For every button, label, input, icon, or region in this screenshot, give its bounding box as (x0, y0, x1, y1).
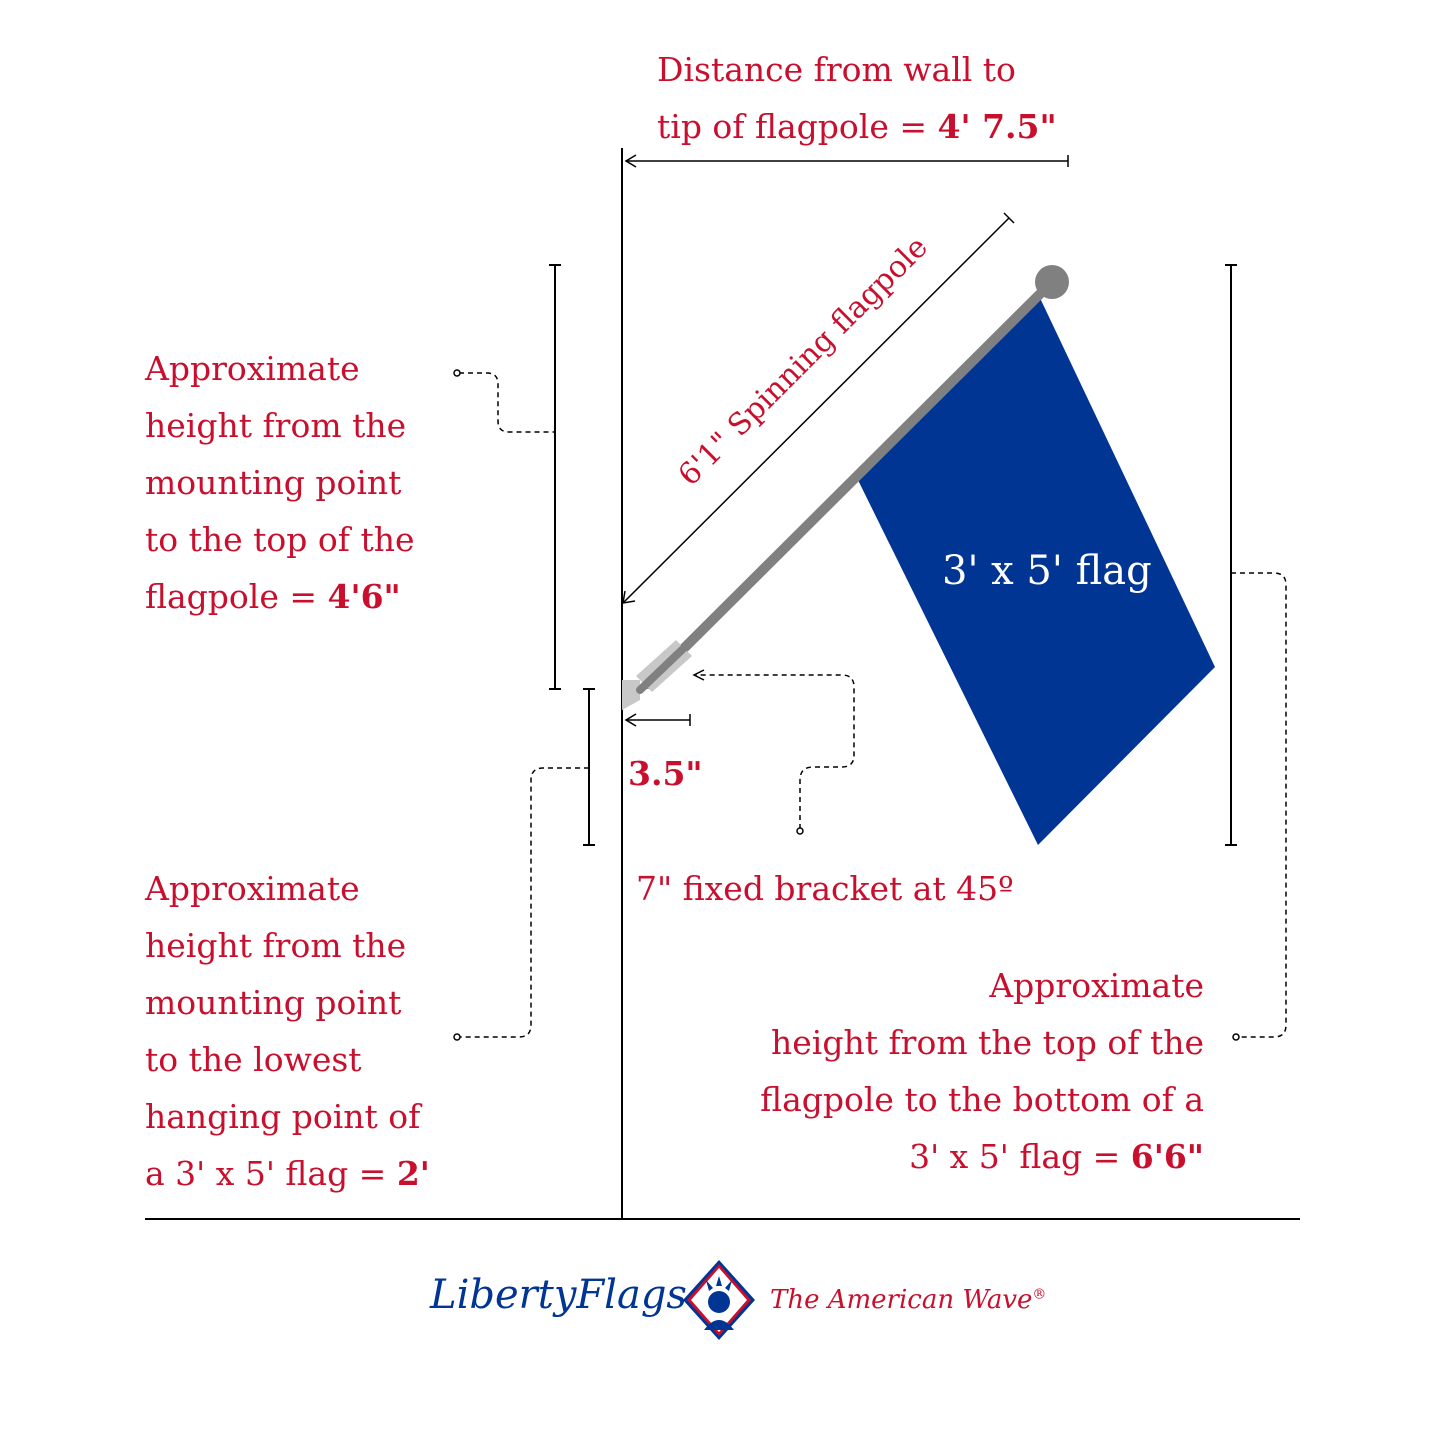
bracket-label: 7" fixed bracket at 45º (636, 869, 1014, 908)
flag-shape (855, 298, 1215, 845)
height-low-last-line: a 3' x 5' flag = 2' (145, 1145, 430, 1202)
wall-distance-line1: Distance from wall to (657, 50, 1016, 89)
bracket-offset-label: 3.5" (628, 745, 703, 802)
bracket-offset-dimension (624, 713, 691, 727)
height-flag-line: height from the top of the (771, 1023, 1204, 1062)
bracket-offset-value: 3.5" (628, 754, 703, 793)
height-top-line: mounting point (145, 463, 402, 502)
wall-distance-dimension (624, 154, 1069, 168)
statue-of-liberty-icon (683, 1260, 755, 1340)
height-low-line: to the lowest (145, 1040, 362, 1079)
wall-distance-label: Distance from wall to tip of flagpole = … (657, 41, 1057, 155)
height-top-bar (453, 264, 561, 690)
height-flag-label: Approximate height from the top of the f… (760, 957, 1204, 1185)
height-top-line: height from the (145, 406, 407, 445)
height-flag-line: flagpole to the bottom of a (760, 1080, 1204, 1119)
height-flag-line: Approximate (989, 966, 1204, 1005)
height-flag-bar (1225, 264, 1287, 1041)
height-top-line: Approximate (145, 349, 360, 388)
height-flag-value: 6'6" (1130, 1137, 1204, 1176)
height-top-prefix: flagpole = (145, 577, 328, 616)
height-flag-last-line: 3' x 5' flag = 6'6" (760, 1128, 1204, 1185)
height-low-line: Approximate (145, 869, 360, 908)
height-flag-prefix: 3' x 5' flag = (909, 1137, 1131, 1176)
flag-label: 3' x 5' flag (942, 548, 1152, 594)
bracket-callout (692, 669, 855, 835)
height-low-line: height from the (145, 926, 407, 965)
height-top-value: 4'6" (327, 577, 401, 616)
wall-distance-line2: tip of flagpole = 4' 7.5" (657, 98, 1057, 155)
wall-distance-prefix: tip of flagpole = (657, 107, 938, 146)
registered-mark: ® (1032, 1286, 1047, 1303)
brand-logo: LibertyFlags (430, 1272, 687, 1318)
brand-tagline-text: The American Wave (770, 1285, 1033, 1315)
pole-finial (1035, 265, 1069, 299)
height-low-prefix: a 3' x 5' flag = (145, 1154, 397, 1193)
height-low-line: hanging point of (145, 1097, 421, 1136)
brand-tagline: The American Wave® (770, 1285, 1046, 1315)
height-top-line: to the top of the (145, 520, 415, 559)
bracket-shape (622, 640, 692, 710)
height-low-line: mounting point (145, 983, 402, 1022)
height-top-last-line: flagpole = 4'6" (145, 568, 415, 625)
pole-length-dimension (622, 212, 1015, 604)
height-low-value: 2' (396, 1154, 430, 1193)
flagpole (643, 282, 1052, 689)
height-low-bar (453, 688, 595, 1041)
wall-distance-value: 4' 7.5" (937, 107, 1057, 146)
height-low-label: Approximate height from the mounting poi… (145, 860, 430, 1202)
height-top-label: Approximate height from the mounting poi… (145, 340, 415, 625)
